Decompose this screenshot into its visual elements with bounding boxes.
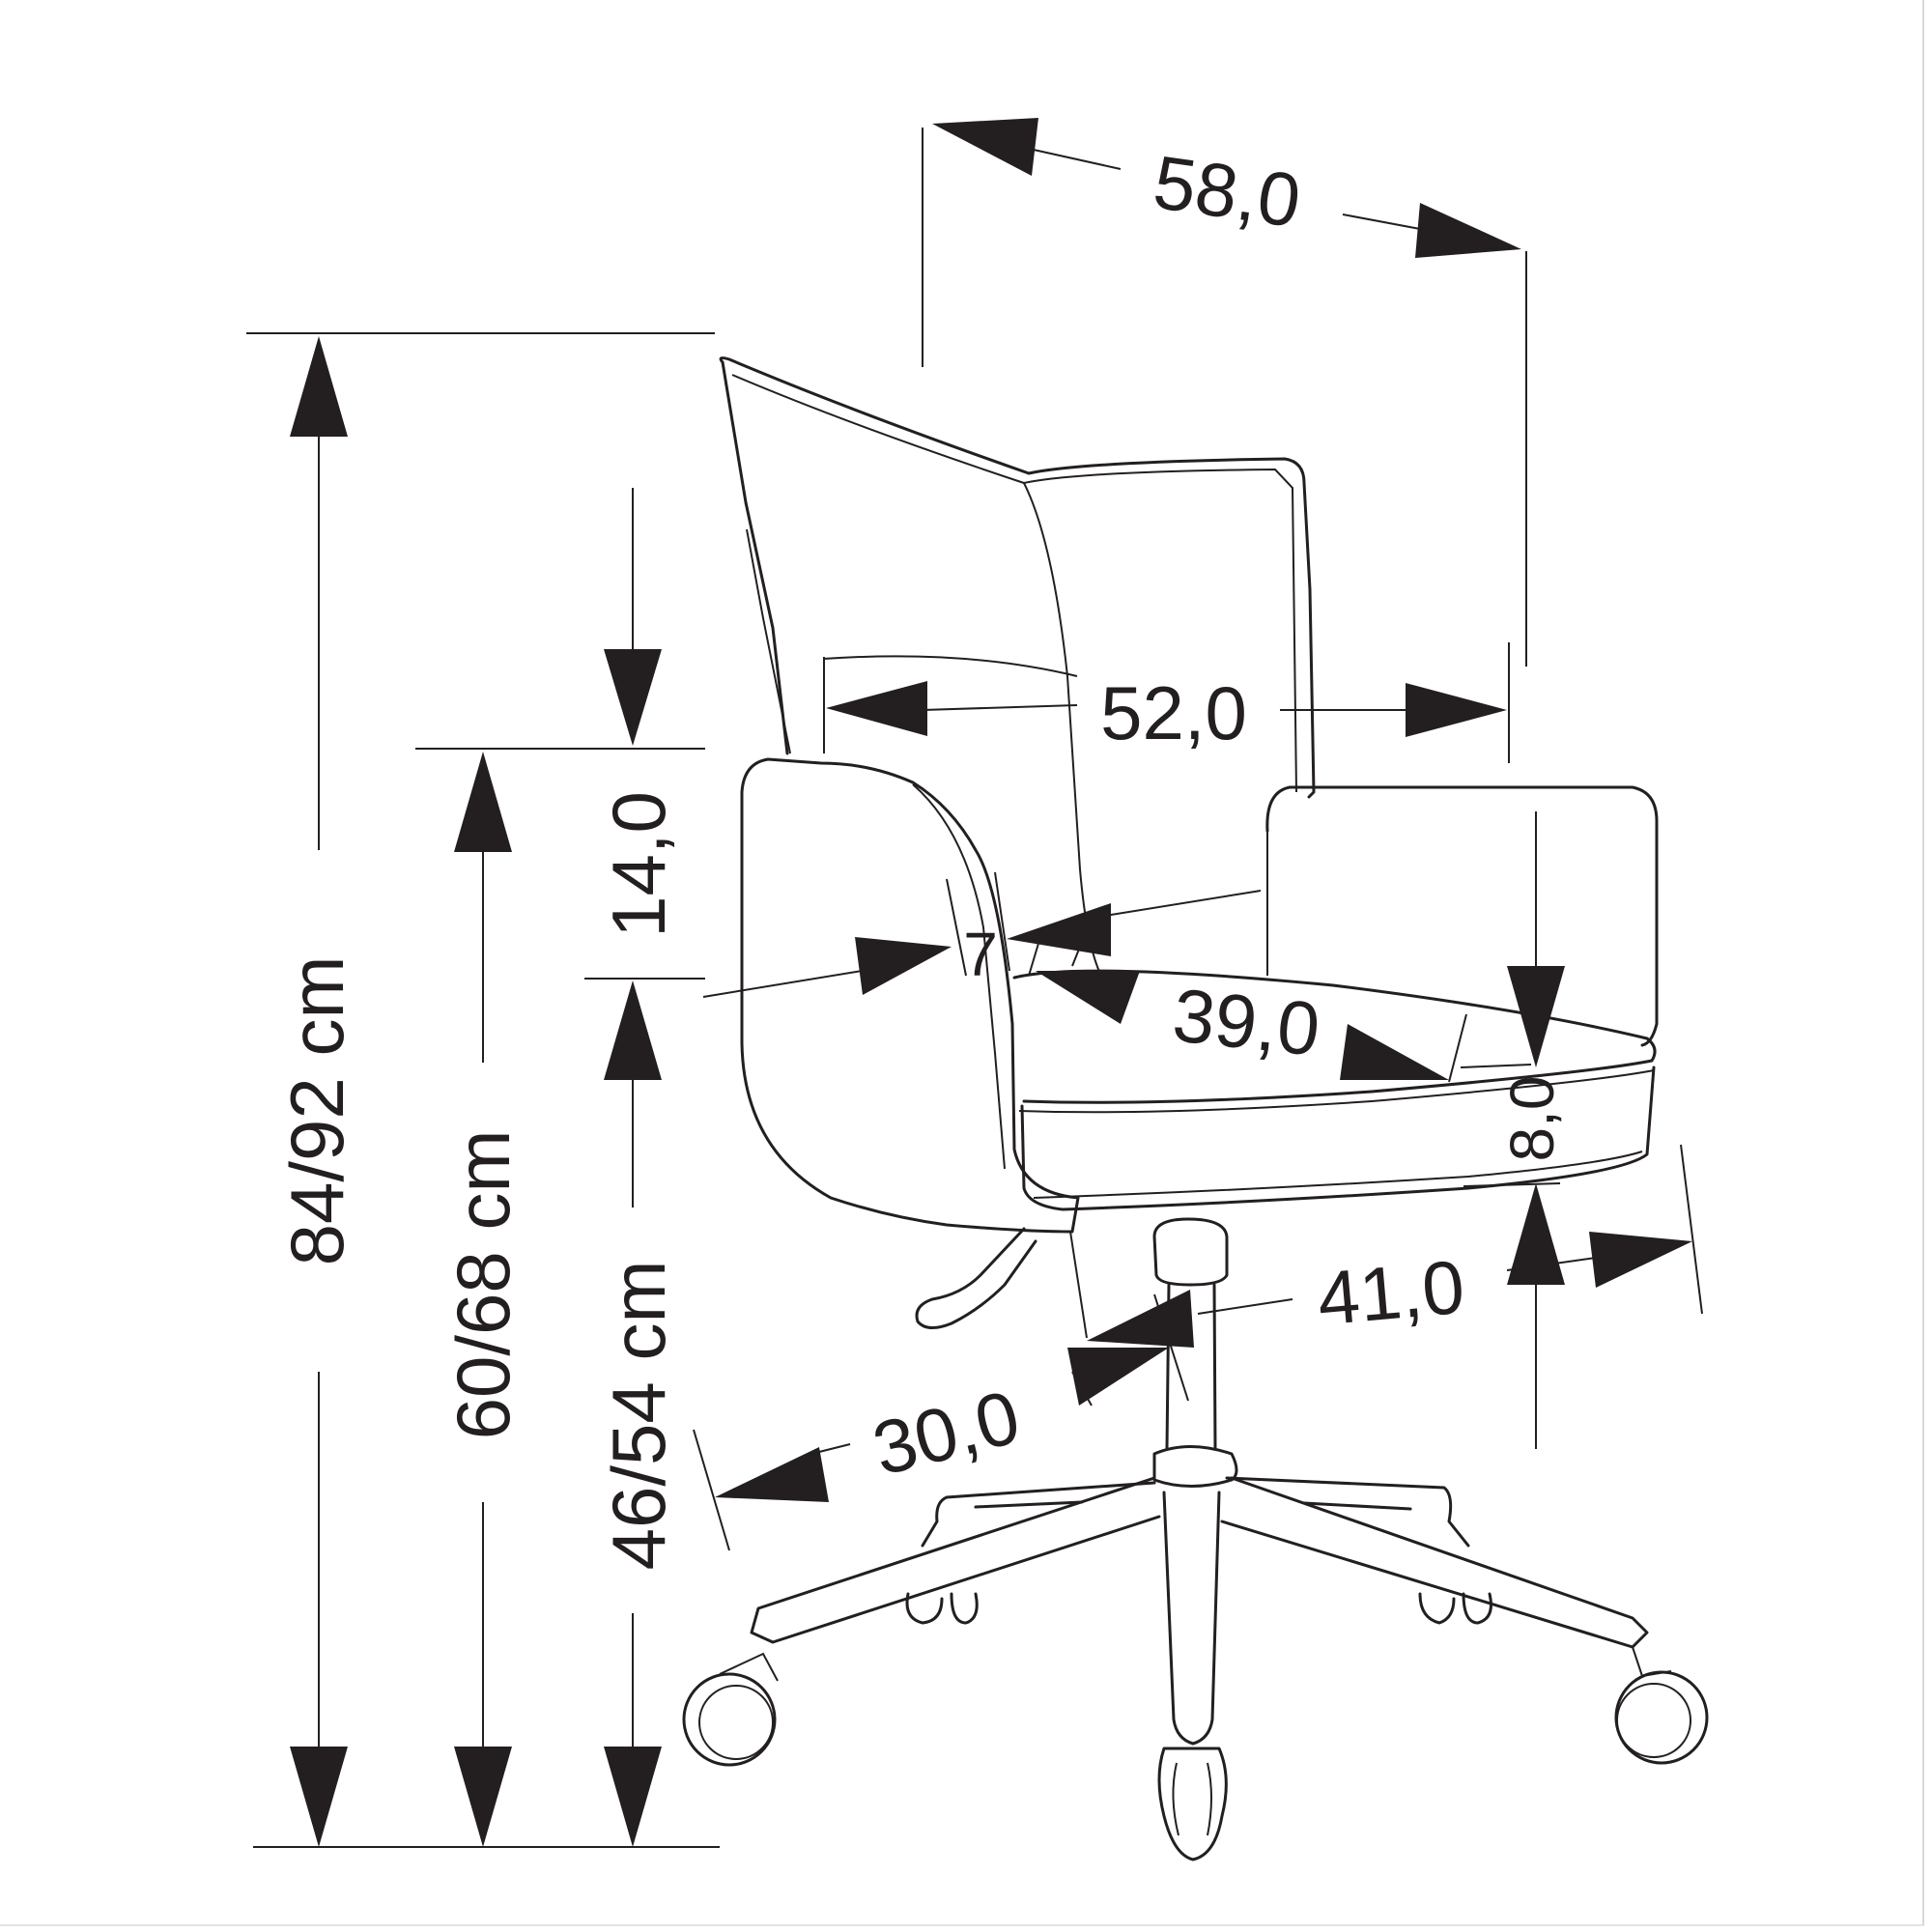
- label-armrest-above-seat: 14,0: [596, 791, 681, 938]
- caster-right: [1614, 1646, 1709, 1765]
- back-cushion-seam: [822, 655, 1078, 677]
- seat-top: [1012, 969, 1657, 1104]
- base-leg-back-left: [921, 1481, 1156, 1548]
- backrest-seam: [1023, 482, 1102, 977]
- seat-front: [1020, 1065, 1656, 1211]
- seat-bottom-line: [1033, 1151, 1643, 1199]
- backrest-left-inner: [746, 528, 791, 754]
- label-armrest-width: 7: [963, 920, 998, 989]
- base-leg-right: [1220, 1476, 1649, 1649]
- label-seat-depth-bottom: 41,0: [1314, 1244, 1467, 1342]
- gas-cylinder-top: [1152, 1217, 1229, 1287]
- cylinder-collar: [1152, 1445, 1238, 1488]
- height-lever: [915, 1227, 1037, 1329]
- label-seat-thickness: 8,0: [1497, 1076, 1567, 1162]
- dimension-labels: 58,0 52,0 84/92 cm 60/68 cm 14,0 46/54 c…: [274, 139, 1567, 1571]
- left-armrest-inner: [912, 783, 1006, 1170]
- label-seat-depth: 39,0: [1169, 972, 1323, 1071]
- label-seat-height: 46/54 cm: [596, 1261, 681, 1571]
- base-leg-left: [750, 1476, 1161, 1644]
- chair-drawing: [682, 356, 1709, 1861]
- base-leg-front: [1162, 1491, 1221, 1746]
- backrest-outline: [719, 356, 1316, 799]
- label-base-radius: 30,0: [865, 1374, 1028, 1492]
- caster-back-left: [905, 1592, 979, 1625]
- right-armrest: [1265, 785, 1659, 1047]
- label-seat-width: 52,0: [1100, 670, 1247, 755]
- caster-back-right: [1418, 1592, 1492, 1625]
- backrest-left-side: [721, 360, 789, 755]
- dimension-lines: [246, 118, 1703, 1848]
- label-total-width: 58,0: [1149, 139, 1306, 243]
- seat-piping: [1018, 1069, 1655, 1114]
- caster-left: [682, 1652, 779, 1767]
- left-armrest: [740, 757, 1080, 1234]
- label-total-height: 84/92 cm: [274, 956, 359, 1266]
- caster-front: [1157, 1747, 1228, 1861]
- label-armrest-height: 60/68 cm: [440, 1130, 526, 1440]
- base-leg-back-right: [1225, 1476, 1470, 1548]
